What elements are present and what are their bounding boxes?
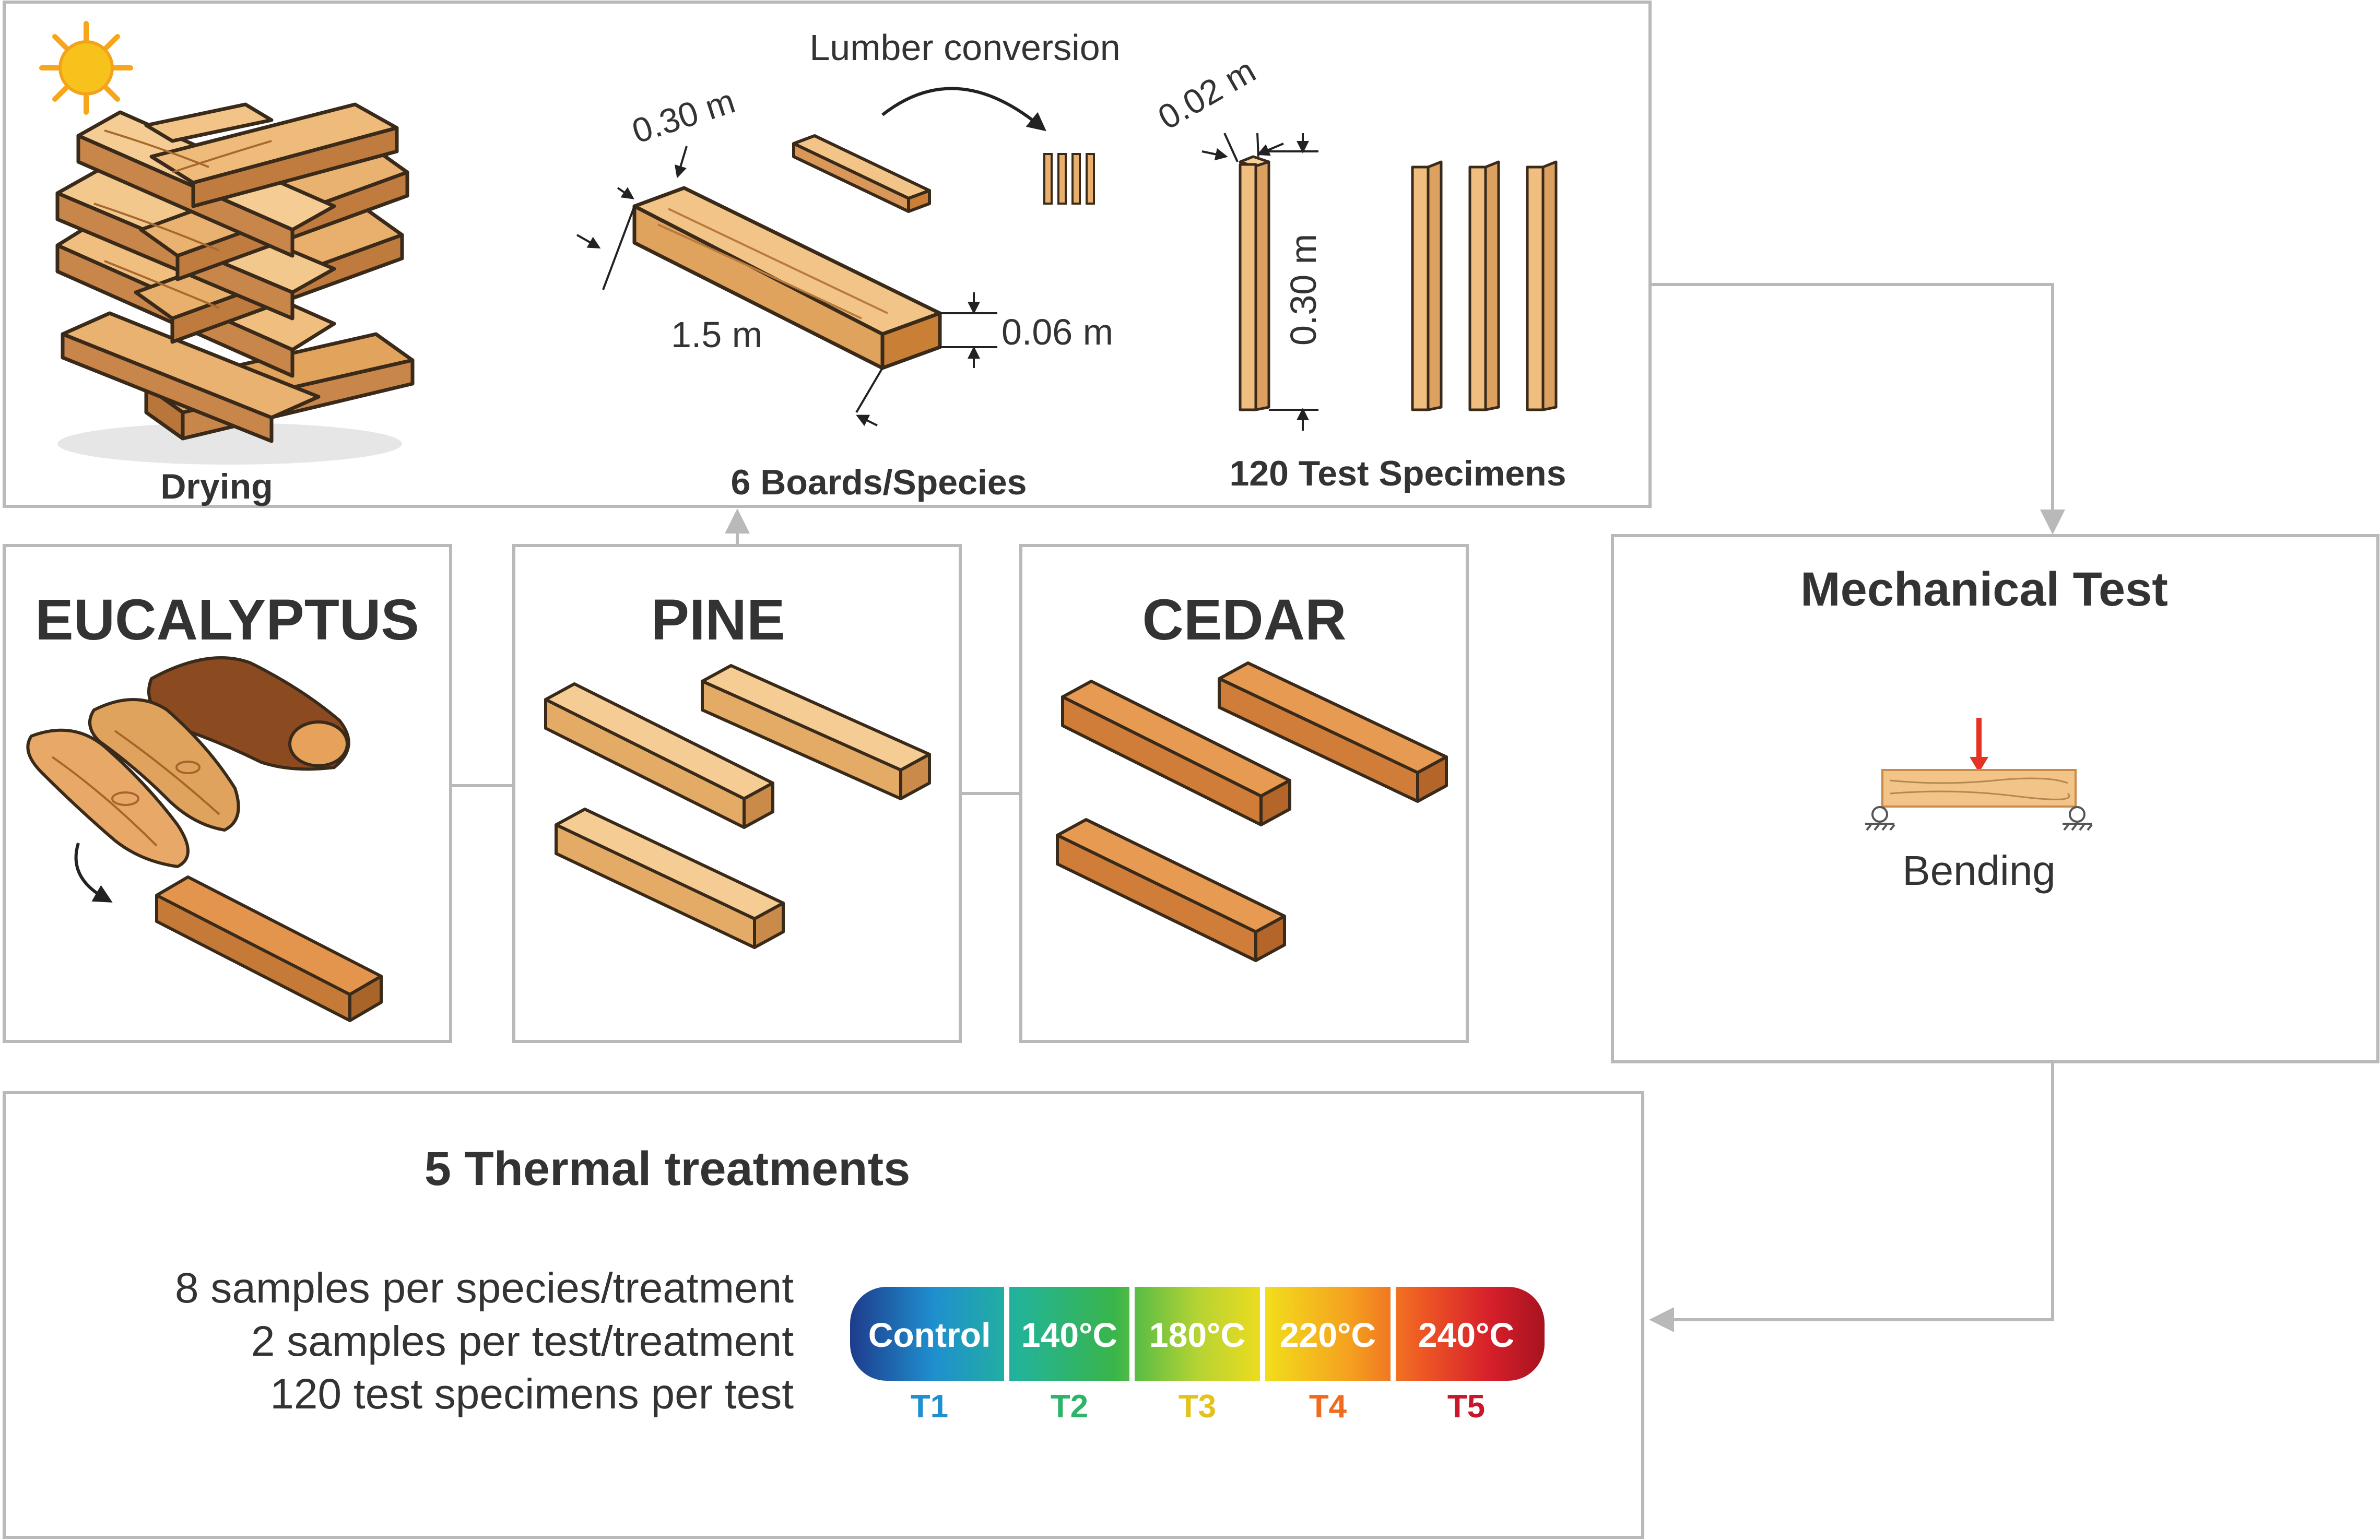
treatment-gradient-bar xyxy=(850,1287,1545,1381)
drying-stack-icon xyxy=(55,102,415,465)
dim-thickness-label: 0.06 m xyxy=(1002,312,1113,352)
treatment-code-t2: T2 xyxy=(1051,1389,1088,1425)
pine-boards-icon xyxy=(544,664,931,949)
treatment-label-t5: 240°C xyxy=(1418,1316,1514,1354)
thermal-line-3: 120 test specimens per test xyxy=(270,1370,794,1418)
eucalyptus-logs-icon xyxy=(26,656,383,1022)
species-name-pine: PINE xyxy=(651,588,785,652)
specimen-dimensioned xyxy=(1239,155,1270,411)
thermal-frame xyxy=(3,1091,1644,1539)
top-panel-frame xyxy=(3,1,1652,508)
treatment-code-t5: T5 xyxy=(1447,1389,1485,1425)
species-name-eucalyptus: EUCALYPTUS xyxy=(35,588,419,652)
drying-label: Drying xyxy=(160,467,273,506)
arrow-mechanical-to-thermal xyxy=(1649,1062,2054,1332)
support-left-icon xyxy=(1865,806,1895,831)
thermal-line-2: 2 samples per test/treatment xyxy=(251,1318,794,1365)
arrow-top-to-mechanical xyxy=(1650,283,2065,535)
dim-width-label: 0.30 m xyxy=(627,81,739,151)
support-right-icon xyxy=(2063,806,2093,831)
treatment-code-t4: T4 xyxy=(1309,1389,1347,1425)
cedar-boards-icon xyxy=(1056,661,1448,962)
treatment-code-t3: T3 xyxy=(1179,1389,1216,1425)
species-name-cedar: CEDAR xyxy=(1142,588,1346,652)
dim-specimen-width-label: 0.02 m xyxy=(1151,51,1262,137)
specimens-label: 120 Test Specimens xyxy=(1229,454,1566,493)
bending-label: Bending xyxy=(1902,847,2056,894)
mechanical-frame xyxy=(1611,534,2379,1063)
treatment-label-t4: 220°C xyxy=(1280,1316,1376,1354)
treatment-code-t1: T1 xyxy=(911,1389,948,1425)
bending-test-icon xyxy=(1865,718,2093,831)
sun-icon xyxy=(39,21,133,115)
thermal-line-1: 8 samples per species/treatment xyxy=(175,1264,794,1312)
specimen-group xyxy=(1411,160,1558,411)
connectors xyxy=(451,283,2065,1332)
dim-length-label: 1.5 m xyxy=(671,314,762,355)
treatment-label-t1: Control xyxy=(868,1316,991,1354)
treatment-label-t3: 180°C xyxy=(1149,1316,1245,1354)
eucalyptus-frame xyxy=(3,544,452,1043)
boards-label: 6 Boards/Species xyxy=(731,463,1027,502)
mechanical-title: Mechanical Test xyxy=(1800,563,2168,616)
treatment-label-t2: 140°C xyxy=(1021,1316,1117,1354)
test-specimens-icon xyxy=(1201,133,1558,431)
lumber-conversion-icon xyxy=(792,87,1095,213)
thermal-title: 5 Thermal treatments xyxy=(425,1142,911,1195)
lumber-conversion-label: Lumber conversion xyxy=(809,27,1120,68)
board-dimension-drawing: 0.30 m 1.5 m 0.06 m xyxy=(576,81,1113,427)
treatment-bar: Control 140°C 180°C 220°C 240°C T1 T2 T3… xyxy=(850,1287,1545,1425)
dim-specimen-length-label: 0.30 m xyxy=(1283,234,1324,346)
